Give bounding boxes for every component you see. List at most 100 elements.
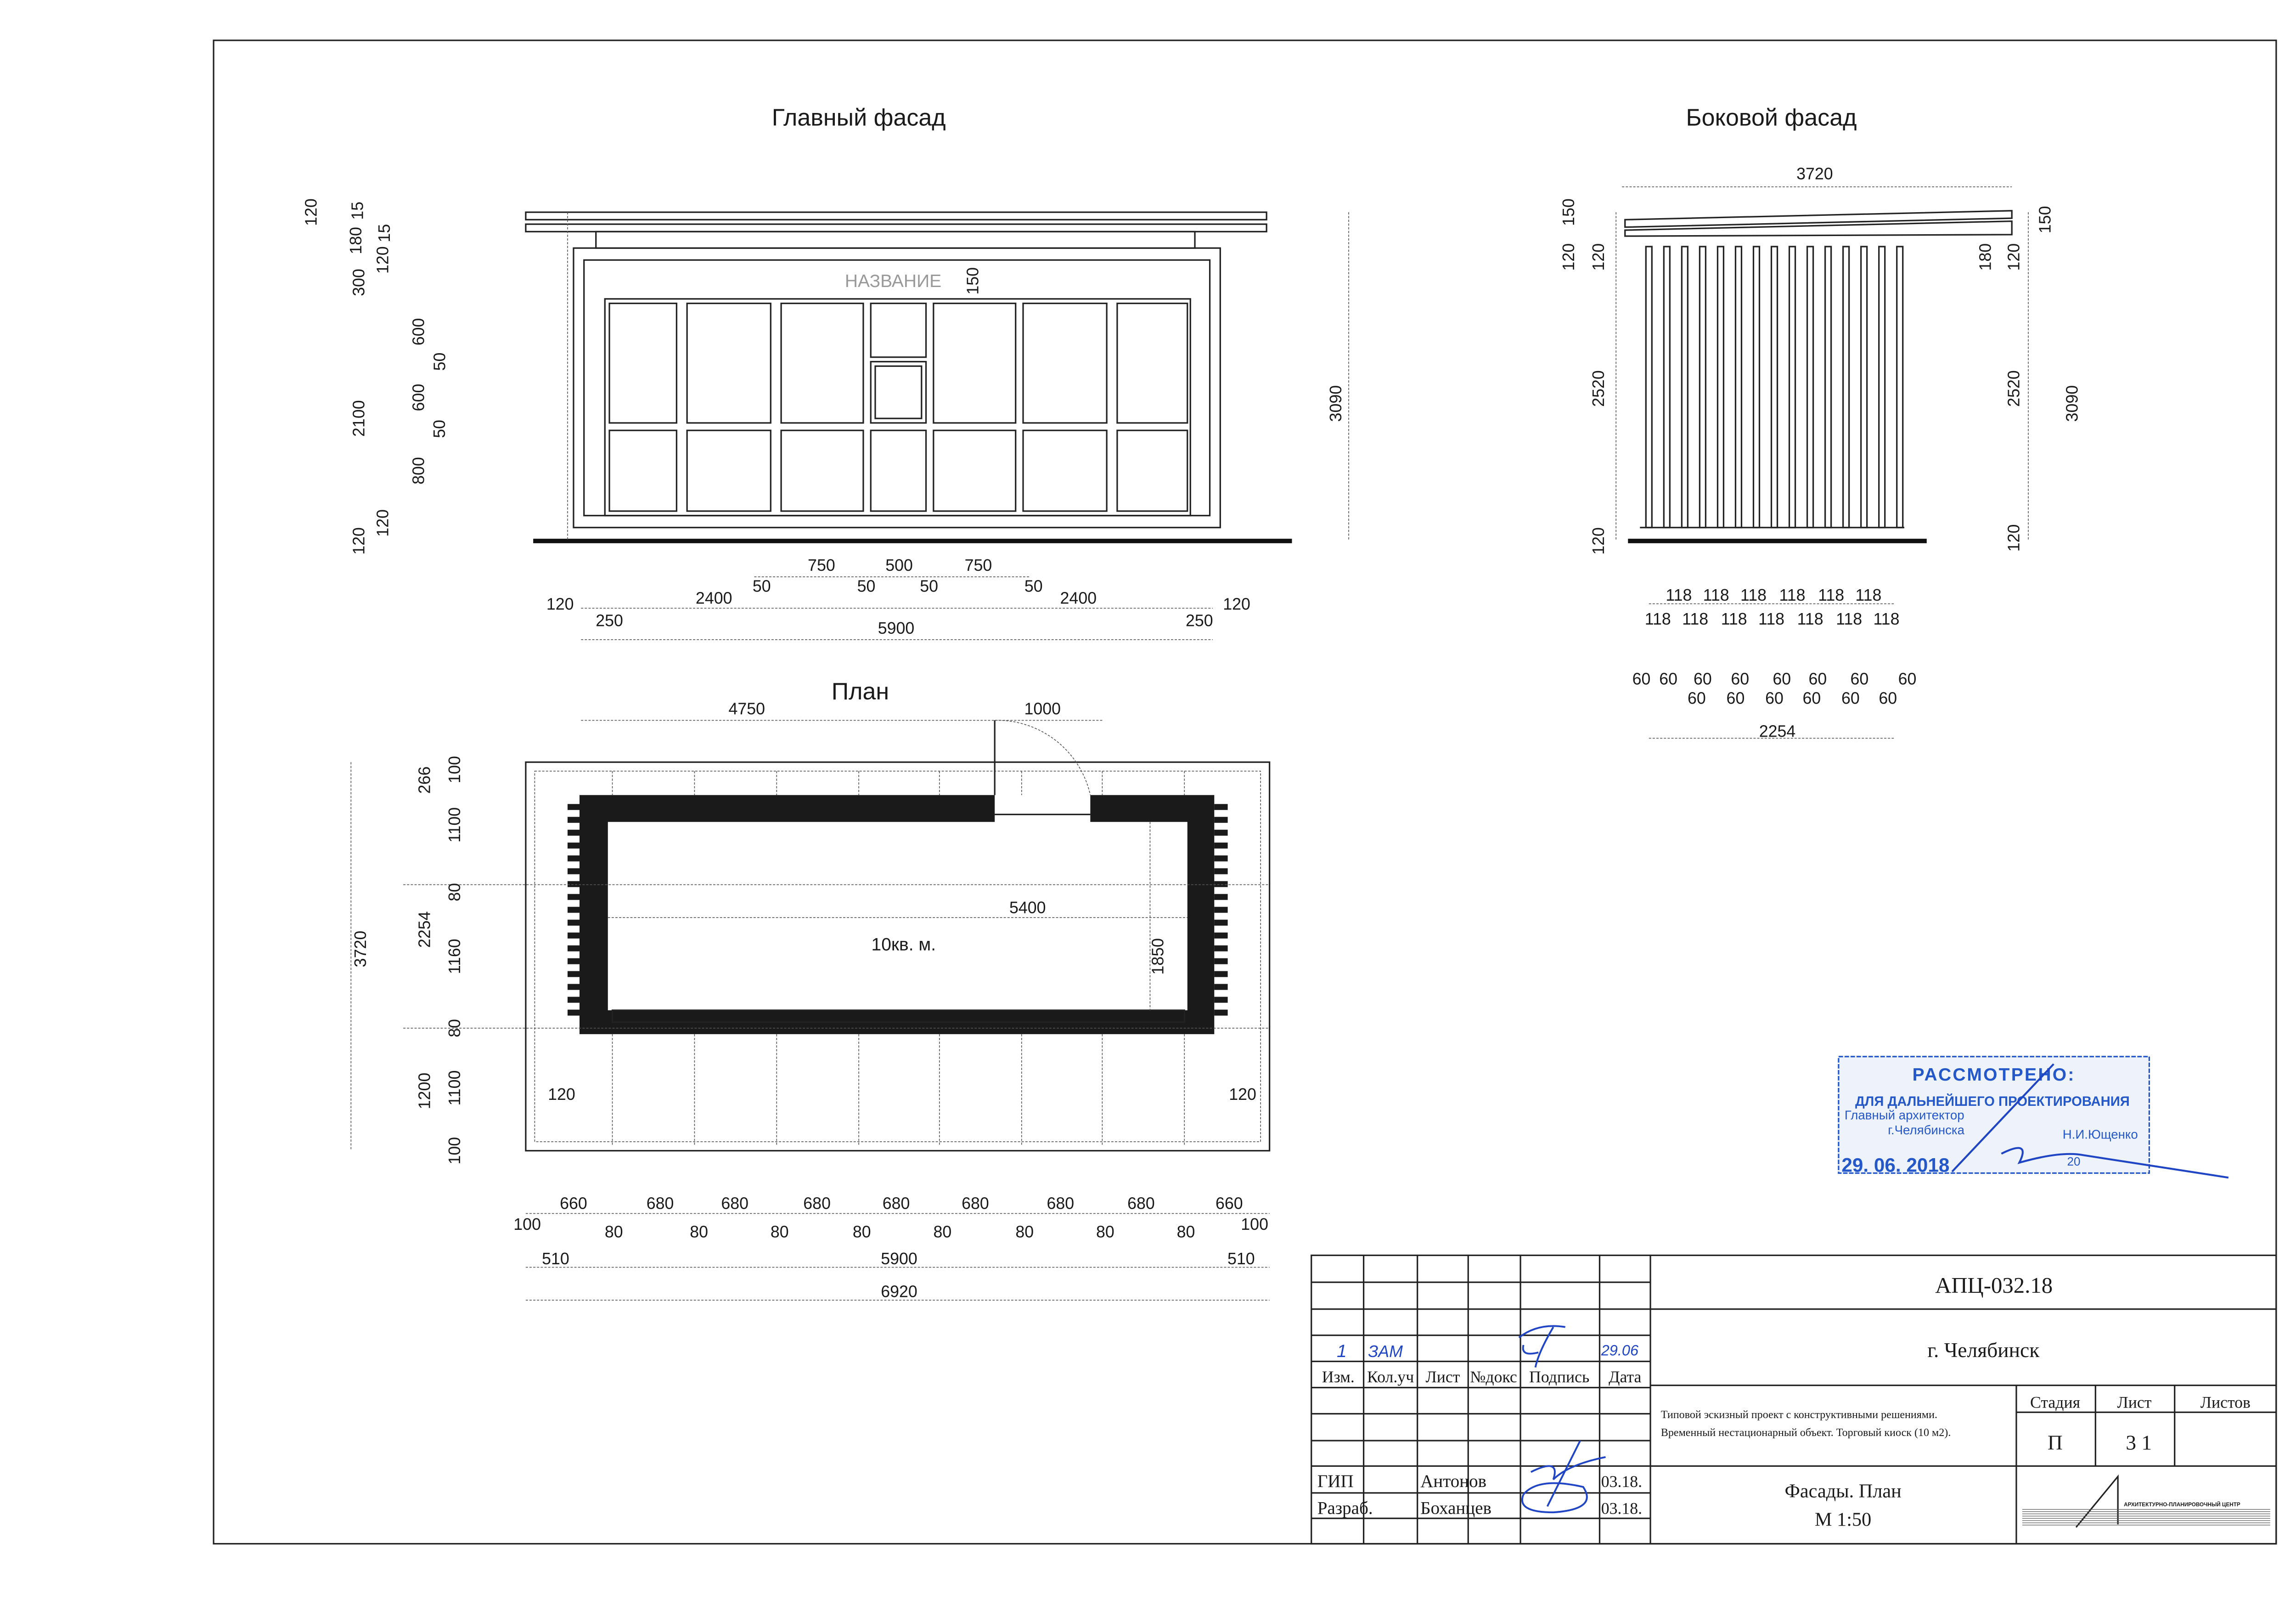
dimension-label: 50 (430, 353, 449, 371)
slat-section (567, 855, 581, 862)
dimension-label: 60 (1879, 689, 1897, 708)
dimension-label: 3090 (2063, 385, 2081, 422)
window-panel-upper (1116, 302, 1188, 424)
dimension-label: 3720 (1796, 164, 1833, 183)
dimension-label: 118 (1855, 586, 1881, 604)
dimension-label: 118 (1873, 610, 1899, 628)
facade-slat (1645, 246, 1653, 529)
dimension-label: 150 (2036, 206, 2054, 234)
dimension-label: 60 (1773, 670, 1791, 688)
small-window (870, 361, 927, 424)
organization-logo: АРХИТЕКТУРНО-ПЛАНИРОВОЧНЫЙ ЦЕНТР (2022, 1474, 2270, 1528)
column-header: Лист (1426, 1368, 1460, 1386)
slat-section (567, 1009, 581, 1016)
dimension-label: 120 (1589, 243, 1608, 271)
facade-slat (1663, 246, 1671, 529)
dimension-label: 680 (1047, 1194, 1074, 1213)
dimension-label: 1100 (445, 1070, 464, 1106)
slat-section (567, 868, 581, 874)
slat-section (1214, 842, 1228, 849)
window-panel-lower (780, 429, 864, 512)
slat-section (567, 958, 581, 964)
dimension-label: 50 (753, 577, 771, 596)
slat-section (567, 984, 581, 990)
dimension-label: 80 (605, 1222, 623, 1241)
dimension-label: 118 (1703, 586, 1729, 604)
facade-slat (1806, 246, 1814, 529)
dimension-label: 600 (410, 318, 428, 346)
main-facade-title: Главный фасад (772, 104, 946, 131)
slat-section (1214, 804, 1228, 810)
dimension-label: 680 (803, 1194, 831, 1213)
revision-date: 29.06 (1601, 1342, 1639, 1359)
column-header: Дата (1609, 1368, 1641, 1386)
dimension-label: 2254 (416, 911, 434, 948)
description-line-1: Типовой эскизный проект с конструктивным… (1661, 1409, 1937, 1421)
facade-slat (1842, 246, 1850, 529)
slat-section (1214, 984, 1228, 990)
dimension-label: 150 (1559, 198, 1578, 226)
dimension-label: 250 (1186, 611, 1213, 630)
dimension-label: 1100 (445, 807, 464, 843)
dimension-label: 6920 (881, 1283, 917, 1301)
facade-slat (1824, 246, 1832, 529)
dimension-label: 300 (350, 269, 368, 296)
window-panel-upper (1022, 302, 1108, 424)
dimension-label: 680 (883, 1194, 910, 1213)
slat-section (567, 804, 581, 810)
dimension-label: 50 (430, 420, 449, 438)
slat-section (567, 907, 581, 913)
dimension-label: 60 (1808, 670, 1827, 688)
dimension-label: 60 (1727, 689, 1745, 708)
dimension-label: 660 (560, 1194, 587, 1213)
dimension-label: 118 (1836, 610, 1862, 628)
slat-section (567, 932, 581, 939)
dimension-label: 750 (965, 556, 992, 575)
dimension-label: 120 (374, 246, 392, 274)
window-panel-upper (780, 302, 864, 424)
sheet-value: 3 1 (2126, 1431, 2152, 1454)
stamp-subtitle: ДЛЯ ДАЛЬНЕЙШЕГО ПРОЕКТИРОВАНИЯ (1855, 1093, 2130, 1109)
dimension-label: 60 (1851, 670, 1869, 688)
dimension-label: 120 (546, 595, 574, 614)
dimension-label: 4750 (728, 699, 765, 718)
dimension-label: 118 (1645, 610, 1671, 628)
window-panel-lower (608, 429, 678, 512)
name-gip: Антонов (1420, 1471, 1486, 1491)
dimension-label: 50 (920, 577, 938, 596)
slat-section (567, 894, 581, 900)
slat-section (1214, 971, 1228, 977)
dimension-label: 60 (1688, 689, 1706, 708)
signature-gip (1521, 1440, 1606, 1514)
dimension-label: 60 (1694, 670, 1712, 688)
sheet-header: Лист (2117, 1393, 2151, 1411)
dimension-label: 100 (445, 756, 464, 783)
dimension-label: 800 (410, 457, 428, 484)
facade-slat (1752, 246, 1761, 529)
slat-section (567, 919, 581, 926)
slat-section (567, 817, 581, 823)
side-facade-title: Боковой фасад (1686, 104, 1857, 131)
dimension-label: 5400 (1009, 898, 1046, 917)
facade-slat (1896, 246, 1904, 529)
dimension-label: 680 (647, 1194, 674, 1213)
dimension-label: 100 (445, 1137, 464, 1165)
dimension-label: 80 (1096, 1222, 1114, 1241)
dimension-label: 500 (885, 556, 913, 575)
dimension-label: 266 (416, 766, 434, 794)
facade-slat (1716, 246, 1725, 529)
dimension-label: 120 (2004, 524, 2023, 552)
dimension-label: 50 (857, 577, 876, 596)
stamp-city: г.Челябинска (1888, 1123, 1964, 1137)
dimension-label: 2400 (1060, 589, 1097, 608)
role-gip: ГИП (1317, 1471, 1354, 1491)
dimension-label: 80 (933, 1222, 951, 1241)
slat-section (1214, 855, 1228, 862)
dimension-label: 3720 (351, 931, 370, 968)
signature-revision (1518, 1325, 1565, 1368)
dimension-label: 750 (808, 556, 835, 575)
dimension-label: 680 (962, 1194, 989, 1213)
window-panel-upper (933, 302, 1017, 424)
org-logo-text: АРХИТЕКТУРНО-ПЛАНИРОВОЧНЫЙ ЦЕНТР (2124, 1502, 2240, 1508)
